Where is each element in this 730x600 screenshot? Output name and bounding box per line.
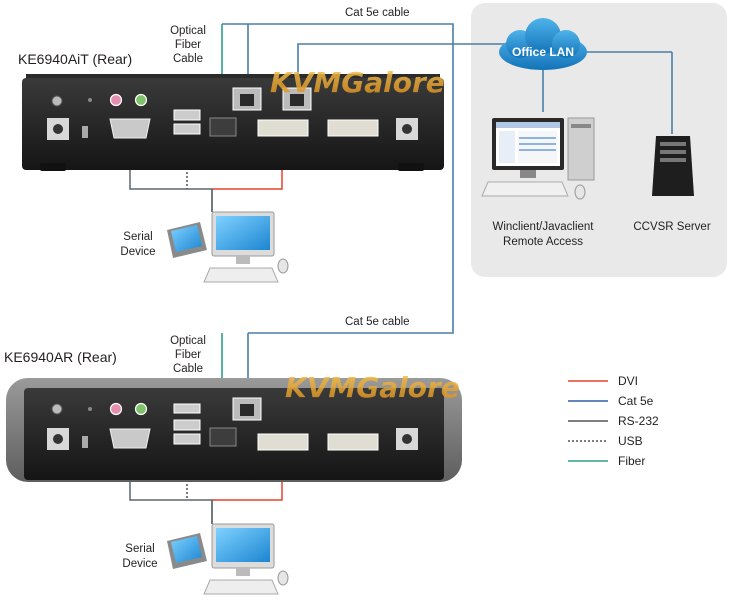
bottom-optical-label-line-3: Cable — [173, 363, 203, 375]
bottom-audio-pink-icon — [109, 402, 123, 416]
top-serial-label-line-1: Serial — [123, 231, 152, 243]
bottom-audio-green-icon — [134, 402, 148, 416]
legend: DVI Cat 5e RS-232 USB Fiber — [568, 374, 659, 468]
bottom-reset-hole-icon — [88, 407, 92, 411]
bottom-dvi-port-1-icon — [257, 433, 309, 451]
bottom-optical-label-line-1: Optical — [170, 335, 206, 347]
cat5e-lines — [222, 23, 673, 383]
bottom-optical-label: Optical Fiber Cable — [170, 335, 206, 375]
bottom-serial-label-line-2: Device — [122, 558, 157, 570]
legend-label-fiber: Fiber — [618, 454, 645, 468]
legend-item-cat5e: Cat 5e — [568, 394, 654, 408]
watermark-bottom: KVMGalore — [285, 371, 460, 404]
bottom-pc-icon — [203, 523, 289, 595]
bottom-usb-port-icon — [173, 419, 201, 431]
bottom-dvi-port-2-icon — [327, 433, 379, 451]
bottom-hdmi-port-icon — [173, 403, 201, 414]
top-fiber-port-icon — [209, 117, 237, 137]
top-ground-screw-icon — [51, 95, 63, 107]
top-rs232-port-icon — [109, 118, 151, 139]
watermark-top: KVMGalore — [270, 66, 445, 99]
ccvsr-server-label: CCVSR Server — [633, 221, 710, 233]
legend-label-usb: USB — [618, 434, 643, 448]
top-optical-label-line-1: Optical — [170, 25, 206, 37]
office-lan-cloud-icon — [499, 18, 587, 70]
bottom-cat5e-label: Cat 5e cable — [345, 316, 410, 328]
legend-label-dvi: DVI — [618, 374, 638, 388]
top-optical-label: Optical Fiber Cable — [170, 25, 206, 65]
top-audio-green-icon — [134, 93, 148, 107]
legend-label-cat5e: Cat 5e — [618, 394, 654, 408]
legend-item-dvi: DVI — [568, 374, 638, 388]
legend-item-rs232: RS-232 — [568, 414, 659, 428]
client-pc-icon — [481, 117, 595, 200]
top-dvi-port-2-icon — [327, 119, 379, 137]
bottom-ke6940ar-unit — [6, 378, 462, 482]
bottom-serial-label-line-1: Serial — [125, 543, 154, 555]
bottom-unit-title: KE6940AR (Rear) — [4, 349, 117, 365]
network-panel — [471, 3, 727, 277]
top-usb-port-2-icon — [173, 123, 201, 135]
top-serial-label-line-2: Device — [120, 246, 155, 258]
top-cat5e-label: Cat 5e cable — [345, 7, 410, 19]
client-label-line-1: Winclient/Javaclient — [493, 221, 595, 233]
top-audio-pink-icon — [109, 93, 123, 107]
bottom-serial-device-icon — [167, 533, 207, 569]
top-switch-icon — [82, 126, 88, 138]
bottom-fiber-port-icon — [209, 427, 237, 447]
top-usb-port-icon — [173, 109, 201, 121]
legend-item-fiber: Fiber — [568, 454, 645, 468]
top-optical-label-line-2: Fiber — [175, 39, 201, 51]
bottom-switch-icon — [82, 436, 88, 448]
top-dvi-port-1-icon — [257, 119, 309, 137]
top-serial-device-icon — [167, 222, 207, 258]
bottom-ground-screw-icon — [51, 403, 63, 415]
top-optical-label-line-3: Cable — [173, 53, 203, 65]
bottom-rs232-port-icon — [109, 428, 151, 449]
bottom-usb-port-2-icon — [173, 433, 201, 445]
top-reset-hole-icon — [88, 98, 92, 102]
ccvsr-server-icon — [652, 136, 694, 196]
client-label-line-2: Remote Access — [503, 236, 583, 248]
top-pc-icon — [203, 211, 289, 283]
legend-item-usb: USB — [568, 434, 643, 448]
legend-label-rs232: RS-232 — [618, 414, 659, 428]
bottom-optical-label-line-2: Fiber — [175, 349, 201, 361]
top-unit-title: KE6940AiT (Rear) — [18, 51, 132, 67]
office-lan-label: Office LAN — [512, 45, 574, 59]
top-ke6940ait-unit — [22, 74, 444, 171]
